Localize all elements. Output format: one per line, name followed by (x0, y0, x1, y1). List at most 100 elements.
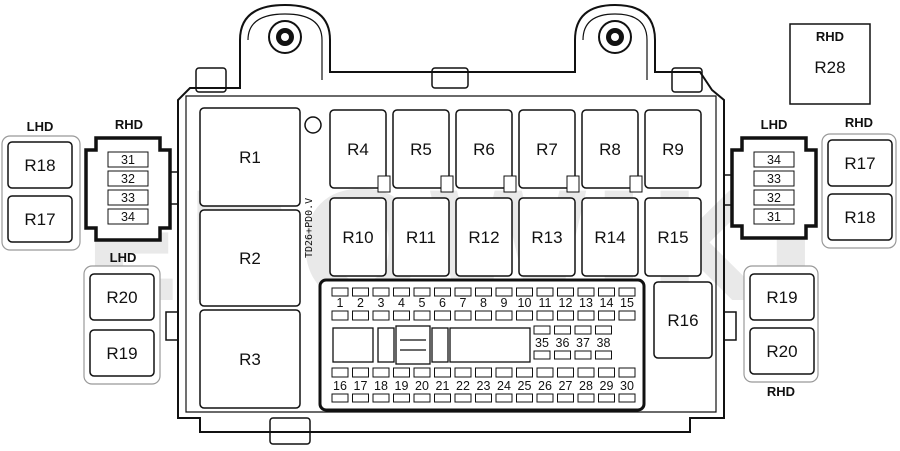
fuse-11: 11 (539, 296, 552, 310)
left-pin-33: 33 (121, 191, 135, 205)
fuse-7: 7 (460, 296, 467, 310)
relay-r13-label: R13 (531, 228, 562, 247)
relay-r12: R12 (455, 197, 513, 277)
relay-right-r18-label: R18 (844, 208, 875, 227)
relay-right-r18: R18 (827, 193, 893, 241)
fuse-10: 10 (518, 296, 532, 310)
relay-left-r17: R17 (7, 195, 73, 243)
fuse-17: 17 (354, 379, 368, 393)
relay-right-r19: R19 (749, 273, 815, 321)
relay-r3: R3 (199, 309, 301, 409)
relay-r9-label: R9 (662, 140, 684, 159)
fuse-25: 25 (518, 379, 532, 393)
right-rhd-header: RHD (845, 115, 873, 130)
relay-left-r20-label: R20 (106, 288, 137, 307)
relay-r2: R2 (199, 209, 301, 307)
left-pin-connector (84, 136, 172, 242)
relay-right-r17-label: R17 (844, 154, 875, 173)
fuse-16: 16 (333, 379, 347, 393)
mounting-holes (268, 20, 632, 134)
relay-left-r18: R18 (7, 141, 73, 189)
left-lower-lhd-header: LHD (110, 250, 137, 265)
relay-r16: R16 (653, 281, 713, 359)
relay-r14-label: R14 (594, 228, 625, 247)
fuse-18: 18 (374, 379, 388, 393)
relay-r4: R4 (329, 109, 387, 189)
relay-left-r19-label: R19 (106, 344, 137, 363)
right-pin-33: 33 (767, 172, 781, 186)
fuse-36: 36 (556, 336, 570, 350)
left-rhd-header: RHD (115, 117, 143, 132)
fuse-9: 9 (501, 296, 508, 310)
relay-r7-label: R7 (536, 140, 558, 159)
relay-right-r19-label: R19 (766, 288, 797, 307)
relay-left-r18-label: R18 (24, 156, 55, 175)
relay-right-r17: R17 (827, 139, 893, 187)
relay-right-r20-label: R20 (766, 342, 797, 361)
relay-r11-label: R11 (406, 228, 436, 247)
right-pin-connector (730, 136, 818, 240)
right-lhd-header: LHD (761, 117, 788, 132)
fuse-4: 4 (398, 296, 405, 310)
fuse-2: 2 (357, 296, 364, 310)
relay-r3-label: R3 (239, 350, 261, 369)
right-pin-31: 31 (767, 210, 781, 224)
fuse-19: 19 (395, 379, 409, 393)
fuse-37: 37 (576, 336, 590, 350)
fuse-24: 24 (497, 379, 511, 393)
left-lhd-header: LHD (27, 119, 54, 134)
fuse-8: 8 (480, 296, 487, 310)
relay-r1-label: R1 (239, 148, 261, 167)
relay-r12-label: R12 (468, 228, 499, 247)
right-pin-32: 32 (767, 191, 781, 205)
relay-r28: R28 (814, 58, 845, 77)
relay-r15: R15 (644, 197, 702, 277)
right-pin-34: 34 (767, 153, 781, 167)
relay-r11: R11 (392, 197, 450, 277)
fuse-28: 28 (579, 379, 593, 393)
relay-r8-label: R8 (599, 140, 621, 159)
relay-r10: R10 (329, 197, 387, 277)
relay-left-r20: R20 (89, 273, 155, 321)
relay-r5: R5 (392, 109, 450, 189)
relay-r14: R14 (581, 197, 639, 277)
relay-r2-label: R2 (239, 249, 261, 268)
r28-box (789, 23, 871, 105)
fuse-38: 38 (597, 336, 611, 350)
relay-r16-label: R16 (667, 311, 698, 330)
left-pin-32: 32 (121, 172, 135, 186)
relay-left-r17-label: R17 (24, 210, 55, 229)
relay-right-r20: R20 (749, 327, 815, 375)
relay-left-r19: R19 (89, 329, 155, 377)
fuse-23: 23 (477, 379, 491, 393)
large-fuses (332, 325, 531, 365)
relay-r1: R1 (199, 107, 301, 207)
relay-r6: R6 (455, 109, 513, 189)
left-pin-34: 34 (121, 210, 135, 224)
relay-r5-label: R5 (410, 140, 432, 159)
fuse-14: 14 (600, 296, 614, 310)
right-lower-rhd-footer: RHD (767, 384, 795, 399)
fuse-26: 26 (538, 379, 552, 393)
fuse-30: 30 (620, 379, 634, 393)
relay-r10-label: R10 (342, 228, 373, 247)
fuse-5: 5 (419, 296, 426, 310)
r28-header: RHD (816, 29, 844, 44)
relay-r8: R8 (581, 109, 639, 189)
fuse-27: 27 (559, 379, 573, 393)
fuse-29: 29 (600, 379, 614, 393)
fuse-13: 13 (579, 296, 593, 310)
fuse-12: 12 (559, 296, 573, 310)
fuse-35: 35 (535, 336, 549, 350)
relay-r13: R13 (518, 197, 576, 277)
left-pin-31: 31 (121, 153, 135, 167)
fuse-1: 1 (337, 296, 344, 310)
vertical-label: TD26+PD0.V (304, 198, 315, 258)
fuse-3: 3 (378, 296, 385, 310)
relay-r15-label: R15 (657, 228, 688, 247)
fuse-20: 20 (415, 379, 429, 393)
relay-r6-label: R6 (473, 140, 495, 159)
relay-r7: R7 (518, 109, 576, 189)
relay-r4-label: R4 (347, 140, 369, 159)
